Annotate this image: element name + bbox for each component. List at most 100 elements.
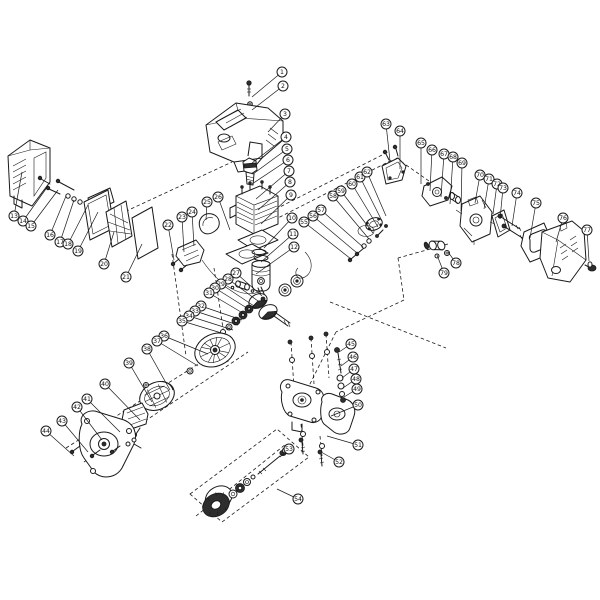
callout-number-2: 2 <box>281 83 285 90</box>
callout-number-12: 12 <box>290 244 298 251</box>
callout-leader-38 <box>146 348 171 391</box>
callout-leader-20 <box>103 231 115 265</box>
pulse-flange-group <box>347 217 388 263</box>
callout-leader-1 <box>251 71 283 98</box>
callout-number-10: 10 <box>288 215 296 222</box>
intake-elbow <box>198 213 220 235</box>
callout-number-25: 25 <box>203 199 211 206</box>
callout-number-13: 13 <box>10 213 18 220</box>
callout-leader-22 <box>167 224 175 261</box>
washer <box>434 253 440 259</box>
piston-ring <box>251 248 267 256</box>
callout-number-9: 9 <box>289 192 293 199</box>
callout-leader-41 <box>86 398 121 433</box>
callout-leader-15 <box>30 189 59 227</box>
crankcase-assembly <box>279 331 356 467</box>
callout-circle-42 <box>71 401 83 413</box>
callout-circle-12 <box>288 241 300 253</box>
callout-number-62: 62 <box>363 169 371 176</box>
washer <box>300 431 306 437</box>
nut <box>340 397 346 403</box>
circlip <box>250 289 255 293</box>
flywheel-nut <box>143 382 149 388</box>
callout-leader-68 <box>449 156 454 205</box>
callout-number-19: 19 <box>74 248 82 255</box>
washer <box>319 443 325 449</box>
callout-number-33: 33 <box>191 308 199 315</box>
callout-number-51: 51 <box>354 442 362 449</box>
callout-leader-28 <box>227 278 259 302</box>
washer <box>361 243 367 249</box>
callout-leader-14 <box>22 185 49 222</box>
callout-number-18: 18 <box>64 241 72 248</box>
callout-leader-56 <box>312 215 358 254</box>
callout-circle-23 <box>176 211 188 223</box>
callout-circle-66 <box>426 144 438 156</box>
callout-circle-26 <box>212 191 224 203</box>
callout-leader-10 <box>263 217 293 249</box>
callout-number-53: 53 <box>285 446 293 453</box>
callout-number-67: 67 <box>440 151 448 158</box>
callout-number-68: 68 <box>449 154 457 161</box>
washer <box>228 489 238 499</box>
starter-housing <box>78 410 142 478</box>
callout-leader-74 <box>511 192 518 227</box>
callout-leader-40 <box>104 383 141 421</box>
callout-circle-10 <box>286 212 298 224</box>
callout-number-55: 55 <box>300 219 308 226</box>
callout-number-57: 57 <box>317 207 325 214</box>
callout-leader-33 <box>194 310 239 326</box>
callout-number-78: 78 <box>452 260 460 267</box>
callout-number-8: 8 <box>288 179 292 186</box>
callout-leader-63 <box>385 123 391 162</box>
washer <box>339 391 345 397</box>
callout-number-16: 16 <box>46 232 54 239</box>
callout-number-50: 50 <box>354 402 362 409</box>
callout-leader-43 <box>61 420 89 453</box>
callout-leader-60 <box>351 183 379 228</box>
callout-circle-39 <box>123 357 135 369</box>
callout-circle-18 <box>62 238 74 250</box>
callout-number-48: 48 <box>352 376 360 383</box>
callout-leader-5 <box>252 148 288 175</box>
callout-circle-50 <box>352 399 364 411</box>
filter-gasket <box>131 206 159 260</box>
cylinder <box>235 185 279 235</box>
fan-rotor <box>194 332 236 368</box>
callout-leader-35 <box>181 320 229 336</box>
air-filter-assembly <box>491 209 597 283</box>
callout-number-69: 69 <box>458 160 466 167</box>
washer <box>131 437 137 443</box>
bolt-head <box>334 347 340 353</box>
callout-leader-17 <box>59 199 75 243</box>
callout-circle-20 <box>98 258 110 270</box>
callout-circle-31 <box>203 287 215 299</box>
callout-leader-30 <box>214 287 251 311</box>
flange-gasket <box>357 225 375 237</box>
callout-number-41: 41 <box>83 396 91 403</box>
callout-circle-76 <box>557 212 569 224</box>
primer-pump <box>423 240 446 251</box>
callout-leader-6 <box>251 159 289 185</box>
callout-number-77: 77 <box>583 227 591 234</box>
washer <box>77 199 83 205</box>
callout-circle-44 <box>40 425 52 437</box>
callout-number-59: 59 <box>337 188 345 195</box>
muffler-cover <box>205 102 284 163</box>
callout-number-46: 46 <box>349 354 357 361</box>
callout-circle-38 <box>141 343 153 355</box>
callout-number-60: 60 <box>348 181 356 188</box>
callout-number-21: 21 <box>122 274 130 281</box>
callout-circle-40 <box>99 378 111 390</box>
muffler-cover-group <box>205 80 284 173</box>
callout-leader-8 <box>257 181 291 211</box>
callout-leader-36 <box>163 335 209 355</box>
callout-leader-9 <box>260 194 292 225</box>
callout-circle-49 <box>351 383 363 395</box>
callout-circle-19 <box>72 245 84 257</box>
callout-circle-51 <box>352 439 364 451</box>
cylinder-assembly <box>225 180 279 265</box>
callout-number-23: 23 <box>178 214 186 221</box>
callout-leader-57 <box>320 209 364 248</box>
